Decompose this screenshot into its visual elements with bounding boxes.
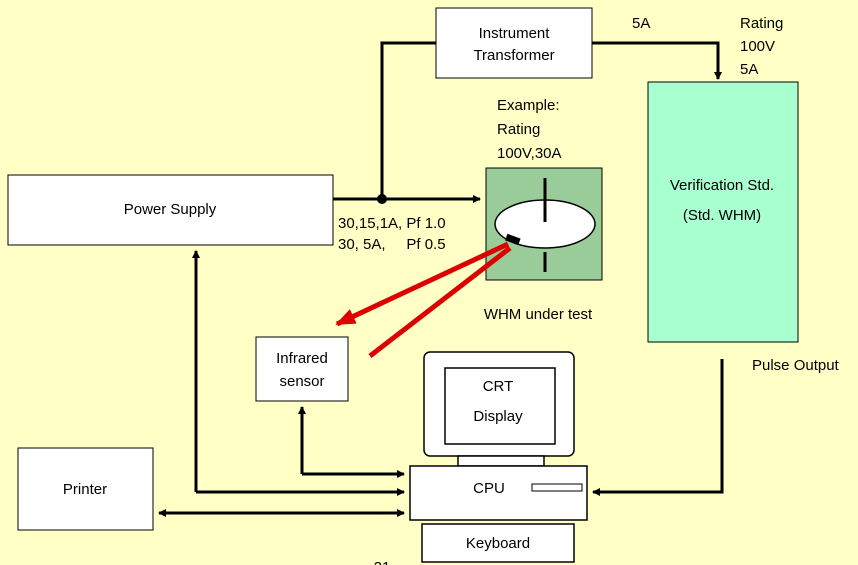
- whm-under-test-label: WHM under test: [484, 306, 593, 323]
- current-5a-label: 5A: [632, 15, 650, 32]
- infrared-sensor-label-2: sensor: [279, 373, 324, 390]
- junction-dot: [377, 194, 387, 204]
- infrared-sensor-label-1: Infrared: [276, 350, 328, 367]
- infrared-sensor-box: [255, 336, 349, 402]
- verification-std-box: [647, 81, 799, 343]
- rating-label-2: 100V: [740, 38, 775, 55]
- power-supply-label: Power Supply: [124, 201, 217, 218]
- page-number: 21: [374, 559, 391, 565]
- instrument-transformer-box: [435, 7, 593, 79]
- whm-sensor-mark: [505, 233, 521, 246]
- test-points-label-1: 30,15,1A, Pf 1.0: [338, 215, 446, 232]
- wire-pulse-to-cpu: [592, 359, 724, 496]
- printer-box: [17, 447, 154, 531]
- example-label-3: 100V,30A: [497, 145, 562, 162]
- rating-label-1: Rating: [740, 15, 783, 32]
- instrument-transformer-label-1: Instrument: [479, 25, 551, 42]
- keyboard-label: Keyboard: [466, 535, 530, 552]
- cpu-drive-slot: [531, 483, 583, 492]
- power-supply-box: [7, 174, 334, 246]
- instrument-transformer-label-2: Transformer: [473, 47, 554, 64]
- monitor-stand: [457, 455, 545, 467]
- infrared-beam-to-sensor: [335, 241, 510, 327]
- cpu-label: CPU: [473, 480, 505, 497]
- rating-label-3: 5A: [740, 61, 758, 78]
- monitor-screen: [444, 367, 556, 445]
- crt-label-1: CRT: [483, 378, 514, 395]
- keyboard-box: [421, 523, 575, 563]
- wiring: [158, 41, 724, 517]
- wire-transformer-to-verification: [592, 41, 722, 80]
- example-label-2: Rating: [497, 121, 540, 138]
- infrared-beam-return: [368, 246, 512, 358]
- test-points-label-2: 30, 5A, Pf 0.5: [338, 236, 446, 253]
- crt-label-2: Display: [473, 408, 523, 425]
- cpu-box: [409, 465, 588, 521]
- pulse-output-label: Pulse Output: [752, 357, 840, 374]
- example-label-1: Example:: [497, 97, 560, 114]
- wire-branch-to-transformer: [380, 41, 436, 199]
- verification-std-label-1: Verification Std.: [670, 177, 774, 194]
- verification-std-label-2: (Std. WHM): [683, 207, 761, 224]
- printer-label: Printer: [63, 481, 107, 498]
